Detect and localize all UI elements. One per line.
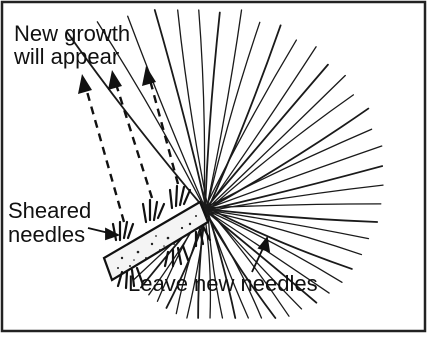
new-growth-label-line1: New growth <box>14 22 130 46</box>
new-growth-label-line2: will appear <box>14 45 119 69</box>
leave-new-needles-label: Leave new needles <box>128 272 318 296</box>
sheared-label-line2: needles <box>8 223 85 247</box>
sheared-label-line1: Sheared <box>8 199 91 223</box>
